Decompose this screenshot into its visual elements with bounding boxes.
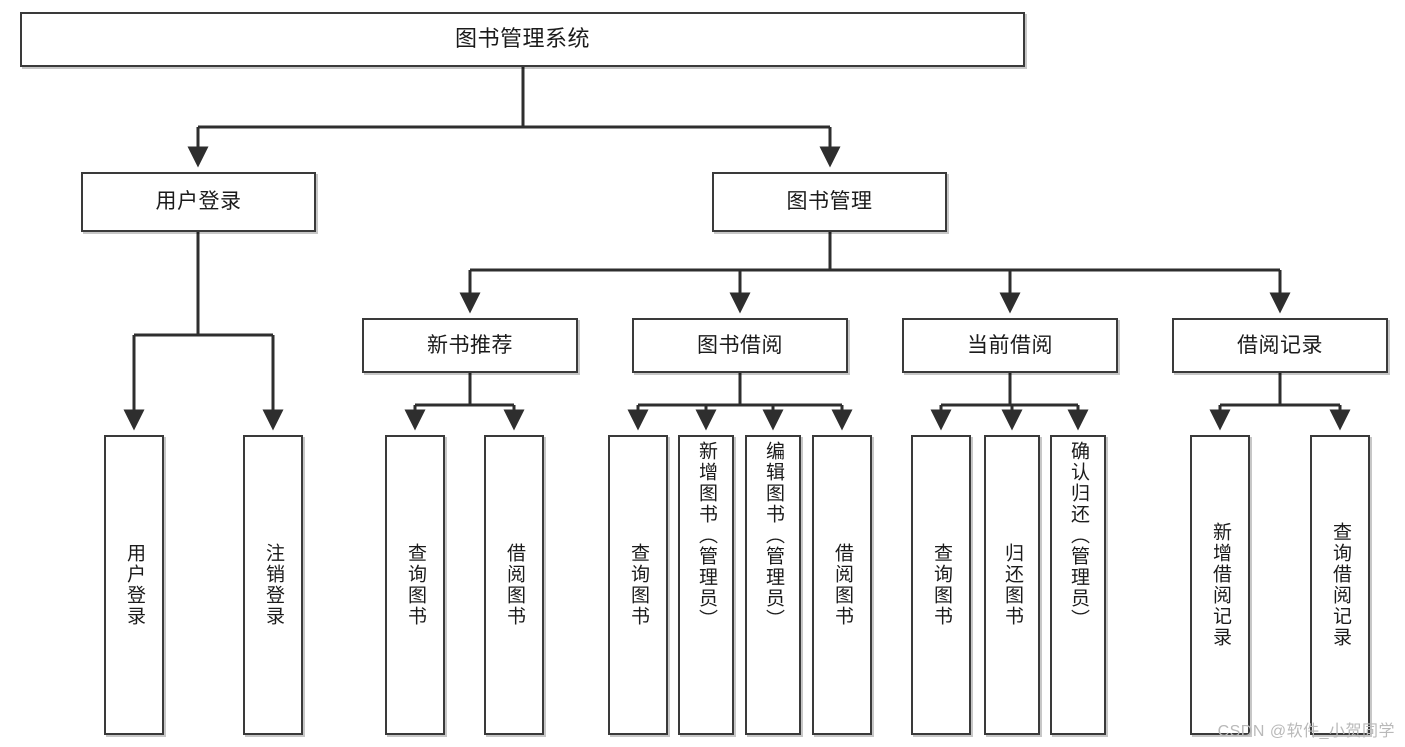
node-leaf-edit-book-label: 编辑图书（管理员） (762, 441, 784, 630)
node-leaf-query-book-recommend[interactable]: 查询图书 (385, 435, 445, 735)
node-current-borrow-label: 当前借阅 (967, 333, 1053, 357)
node-leaf-query-book-current[interactable]: 查询图书 (911, 435, 971, 735)
node-leaf-logout-label: 注销登录 (262, 543, 284, 627)
node-leaf-query-borrow-record-label: 查询借阅记录 (1329, 522, 1351, 648)
node-leaf-query-book-current-label: 查询图书 (930, 543, 952, 627)
node-book-borrow[interactable]: 图书借阅 (632, 318, 848, 373)
node-leaf-user-login[interactable]: 用户登录 (104, 435, 164, 735)
node-leaf-logout[interactable]: 注销登录 (243, 435, 303, 735)
node-user-login[interactable]: 用户登录 (81, 172, 316, 232)
node-new-book-recommend-label: 新书推荐 (427, 333, 513, 357)
node-leaf-confirm-return[interactable]: 确认归还（管理员） (1050, 435, 1106, 735)
node-leaf-query-borrow-record[interactable]: 查询借阅记录 (1310, 435, 1370, 735)
node-book-management[interactable]: 图书管理 (712, 172, 947, 232)
node-book-management-label: 图书管理 (786, 190, 873, 214)
node-leaf-borrow-book[interactable]: 借阅图书 (812, 435, 872, 735)
node-leaf-return-book-label: 归还图书 (1001, 543, 1023, 627)
node-borrow-records-label: 借阅记录 (1237, 333, 1323, 357)
node-leaf-add-book[interactable]: 新增图书（管理员） (678, 435, 734, 735)
node-leaf-confirm-return-label: 确认归还（管理员） (1067, 441, 1089, 630)
node-leaf-edit-book[interactable]: 编辑图书（管理员） (745, 435, 801, 735)
node-leaf-borrow-book-label: 借阅图书 (831, 543, 853, 627)
node-leaf-borrow-book-recommend[interactable]: 借阅图书 (484, 435, 544, 735)
node-leaf-query-book-recommend-label: 查询图书 (404, 543, 426, 627)
node-leaf-query-book-borrow-label: 查询图书 (627, 543, 649, 627)
node-leaf-return-book[interactable]: 归还图书 (984, 435, 1040, 735)
node-leaf-borrow-book-recommend-label: 借阅图书 (503, 543, 525, 627)
node-book-borrow-label: 图书借阅 (697, 333, 783, 357)
node-user-login-label: 用户登录 (155, 190, 242, 214)
node-root[interactable]: 图书管理系统 (20, 12, 1025, 67)
node-leaf-add-borrow-record-label: 新增借阅记录 (1209, 522, 1231, 648)
node-leaf-add-book-label: 新增图书（管理员） (695, 441, 717, 630)
node-new-book-recommend[interactable]: 新书推荐 (362, 318, 578, 373)
node-current-borrow[interactable]: 当前借阅 (902, 318, 1118, 373)
node-leaf-add-borrow-record[interactable]: 新增借阅记录 (1190, 435, 1250, 735)
node-leaf-user-login-label: 用户登录 (123, 543, 145, 627)
node-borrow-records[interactable]: 借阅记录 (1172, 318, 1388, 373)
node-root-label: 图书管理系统 (454, 26, 590, 52)
node-leaf-query-book-borrow[interactable]: 查询图书 (608, 435, 668, 735)
